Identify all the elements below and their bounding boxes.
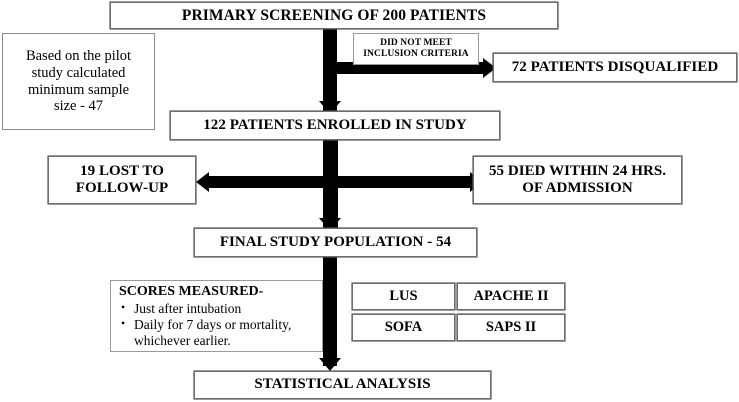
score-saps-label: SAPS II [485, 319, 537, 336]
node-statistical-analysis: STATISTICAL ANALYSIS [194, 371, 491, 399]
pilot-note-line-2: study calculated [31, 64, 126, 81]
node-primary-screening: PRIMARY SCREENING OF 200 PATIENTS [110, 2, 558, 29]
node-lost-followup: 19 LOST TO FOLLOW-UP [48, 156, 196, 204]
arrowhead-down-to-enrolled [319, 101, 341, 114]
node-score-sofa: SOFA [352, 314, 455, 341]
scores-measured-title: SCORES MEASURED- [119, 283, 264, 299]
scores-measured-list: Just after intubation Daily for 7 days o… [119, 300, 316, 349]
node-disqualified: 72 PATIENTS DISQUALIFIED [493, 53, 737, 82]
lost-followup-line-1: 19 LOST TO [80, 162, 164, 179]
connector-final-to-analysis [323, 256, 337, 366]
arrowhead-right-to-disqualified [483, 58, 496, 78]
node-score-lus: LUS [352, 283, 455, 310]
lost-followup-line-2: FOLLOW-UP [75, 180, 169, 196]
scores-measured-bullet: Just after intubation [119, 300, 316, 317]
died-24hrs-line-2: OF ADMISSION [522, 180, 633, 196]
node-pilot-note: Based on the pilot study calculated mini… [2, 33, 155, 130]
pilot-note-line-3: minimum sample [27, 81, 130, 98]
connector-to-disqualified [330, 62, 487, 74]
disqualified-label: 72 PATIENTS DISQUALIFIED [511, 58, 719, 75]
arrowhead-left-to-lost-followup [196, 172, 209, 192]
pilot-note-line-1: Based on the pilot [25, 48, 132, 65]
exclusion-label-line-1: DID NOT MEET [380, 38, 452, 49]
node-scores-measured: SCORES MEASURED- Just after intubation D… [110, 280, 323, 352]
scores-measured-bullet: Daily for 7 days or mortality, whichever… [119, 316, 316, 349]
node-enrolled: 122 PATIENTS ENROLLED IN STUDY [170, 111, 500, 140]
node-score-saps-ii: SAPS II [457, 314, 565, 341]
connector-cross-bar [209, 176, 474, 188]
node-score-apache-ii: APACHE II [457, 283, 565, 310]
statistical-analysis-label: STATISTICAL ANALYSIS [254, 376, 431, 393]
died-24hrs-line-1: 55 DIED WITHIN 24 HRS. [488, 162, 667, 179]
pilot-note-line-4: size - 47 [53, 98, 104, 115]
exclusion-label-line-2: INCLUSION CRITERIA [363, 49, 469, 59]
final-population-label: FINAL STUDY POPULATION - 54 [219, 233, 452, 250]
score-lus-label: LUS [389, 288, 418, 305]
score-sofa-label: SOFA [384, 319, 423, 336]
enrolled-label: 122 PATIENTS ENROLLED IN STUDY [203, 116, 467, 133]
primary-screening-label: PRIMARY SCREENING OF 200 PATIENTS [181, 6, 487, 24]
node-died-within-24hrs: 55 DIED WITHIN 24 HRS. OF ADMISSION [473, 156, 682, 204]
score-apache-label: APACHE II [473, 288, 549, 305]
node-exclusion-criteria: DID NOT MEET INCLUSION CRITERIA [353, 33, 479, 65]
arrowhead-down-to-final [319, 218, 341, 231]
node-final-population: FINAL STUDY POPULATION - 54 [194, 228, 477, 257]
arrowhead-down-to-analysis [319, 358, 341, 371]
